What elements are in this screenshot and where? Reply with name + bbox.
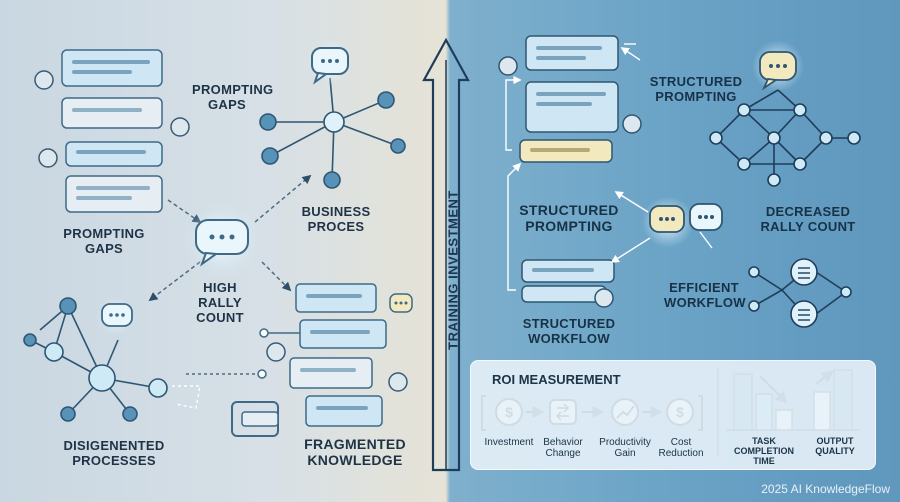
label-prompting-gaps-left: PROMPTING GAPS bbox=[63, 226, 145, 256]
high-rally-chat-icon bbox=[182, 200, 262, 280]
label-structured-prompting-top: STRUCTURED PROMPTING bbox=[649, 74, 743, 104]
disoriented-network bbox=[23, 297, 168, 422]
label-decreased-rally-count: DECREASED RALLY COUNT bbox=[760, 204, 856, 234]
disoriented-chat-icon bbox=[96, 296, 136, 336]
fragmented-docs bbox=[231, 283, 413, 437]
decreased-rally-chat-icon bbox=[752, 40, 804, 92]
roi-step-behavior-change: Behavior Change bbox=[543, 437, 583, 459]
roi-step-productivity-gain: Productivity Gain bbox=[599, 437, 651, 459]
user-avatar-icon bbox=[622, 114, 642, 134]
business-network bbox=[259, 77, 406, 189]
label-prompting-gaps-top: PROMPTING GAPS bbox=[192, 82, 274, 112]
label-efficient-workflow: EFFICIENT WORKFLOW bbox=[664, 280, 746, 310]
user-avatar-icon bbox=[38, 148, 58, 168]
roi-metric-task-completion-time: TASK COMPLETION TIME bbox=[734, 436, 794, 466]
user-avatar-icon bbox=[34, 70, 54, 90]
center-right-chat-icons bbox=[610, 191, 723, 263]
business-chat-icon bbox=[306, 38, 354, 86]
label-structured-prompting-mid: STRUCTURED PROMPTING bbox=[519, 202, 619, 234]
user-avatar-icon bbox=[266, 342, 286, 362]
user-avatar-icon bbox=[594, 288, 614, 308]
label-fragmented-knowledge: FRAGMENTED KNOWLEDGE bbox=[304, 436, 406, 468]
label-training-investment: TRAINING INVESTMENT bbox=[445, 190, 461, 350]
footer-credit: 2025 AI KnowledgeFlow bbox=[761, 482, 890, 496]
structured-chat-stack bbox=[498, 35, 642, 308]
label-high-rally-count: HIGH RALLY COUNT bbox=[196, 280, 244, 325]
lattice-network bbox=[709, 89, 861, 187]
roi-metric-output-quality: OUTPUT QUALITY bbox=[815, 436, 855, 456]
label-business-proces: BUSINESS PROCES bbox=[301, 204, 371, 234]
training-investment-arrow bbox=[422, 37, 470, 472]
user-avatar-icon bbox=[388, 372, 408, 392]
roi-panel bbox=[470, 360, 876, 470]
efficient-workflow-network bbox=[748, 258, 852, 328]
roi-title: ROI MEASUREMENT bbox=[492, 372, 621, 387]
user-avatar-icon bbox=[170, 117, 190, 137]
roi-step-investment: Investment bbox=[484, 437, 534, 448]
training-investment-label-wrap: TRAINING INVESTMENT bbox=[438, 170, 468, 370]
user-avatar-icon bbox=[498, 56, 518, 76]
left-chat-stack bbox=[34, 49, 190, 213]
label-structured-workflow: STRUCTURED WORKFLOW bbox=[522, 316, 616, 346]
label-disigenented-processes: DISIGENENTED PROCESSES bbox=[63, 438, 165, 468]
roi-step-cost-reduction: Cost Reduction bbox=[658, 437, 704, 459]
